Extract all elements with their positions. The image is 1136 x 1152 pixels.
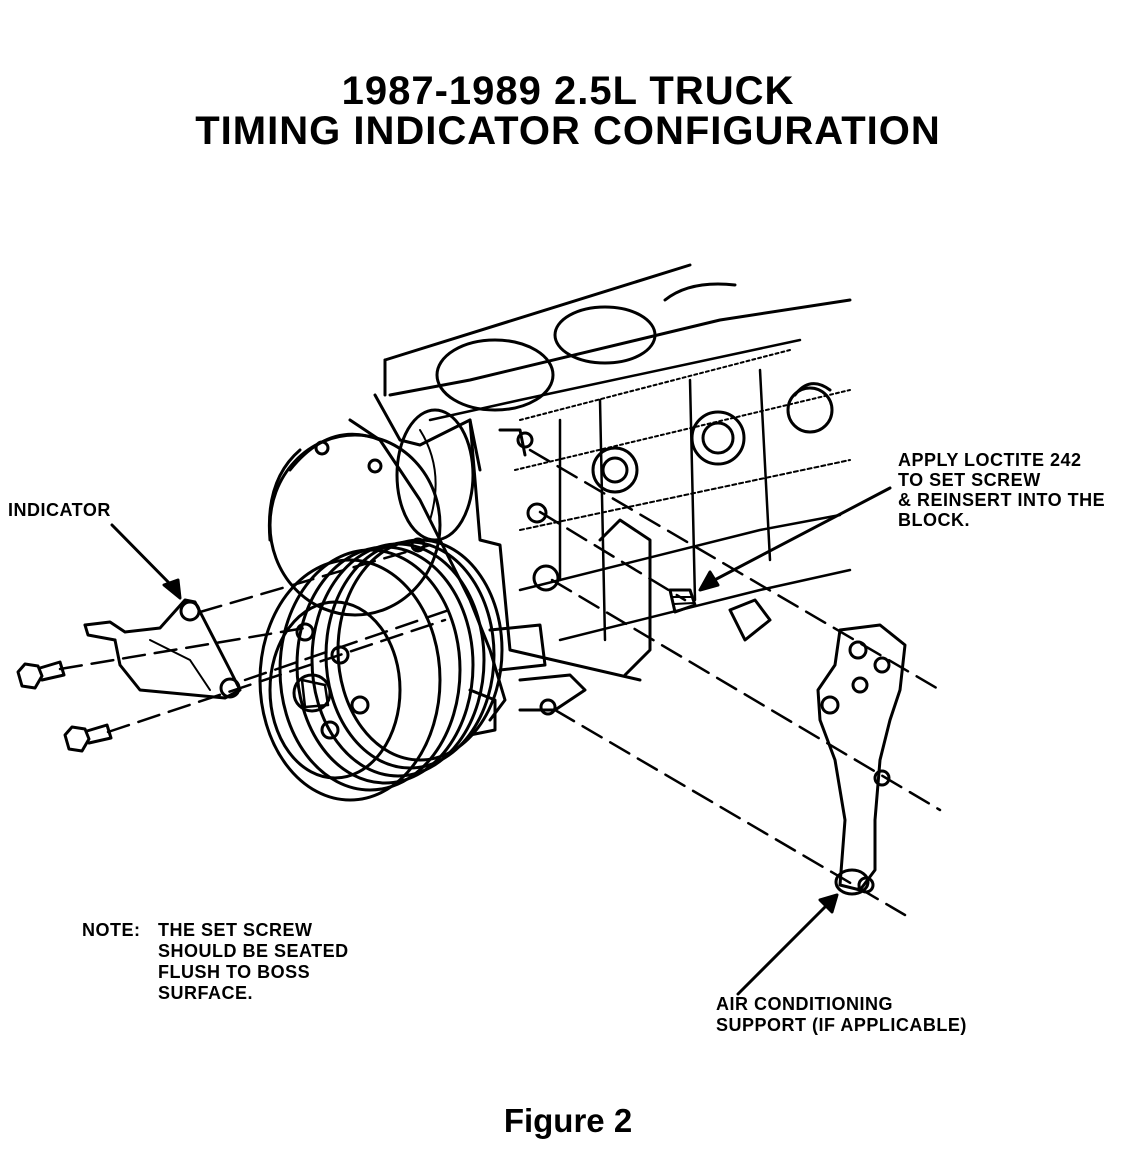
ac-support-bracket bbox=[816, 623, 907, 896]
diagram-title-line-2: TIMING INDICATOR CONFIGURATION bbox=[195, 109, 941, 153]
note-line-3: FLUSH TO BOSS bbox=[158, 962, 311, 982]
note-line-1: THE SET SCREW bbox=[158, 920, 313, 940]
figure-caption: Figure 2 bbox=[503, 1102, 633, 1139]
indicator-label: INDICATOR bbox=[8, 500, 111, 520]
crankshaft-pulley bbox=[258, 538, 504, 802]
alignment-lines bbox=[58, 448, 942, 917]
engine-block bbox=[373, 263, 852, 716]
note-line-2: SHOULD BE SEATED bbox=[158, 941, 349, 961]
diagram-title-line-1: 1987-1989 2.5L TRUCK bbox=[341, 69, 795, 113]
ac-support-label-line-1: AIR CONDITIONING bbox=[716, 994, 893, 1014]
set-screw bbox=[668, 588, 697, 614]
loctite-label-line-1: APPLY LOCTITE 242 bbox=[898, 450, 1082, 470]
leader-arrows bbox=[110, 486, 892, 996]
note-heading: NOTE: bbox=[82, 920, 141, 940]
note-line-4: SURFACE. bbox=[158, 983, 254, 1003]
loctite-label-line-2: TO SET SCREW bbox=[898, 470, 1041, 490]
timing-indicator-bracket bbox=[83, 598, 242, 700]
loctite-label-line-3: & REINSERT INTO THE bbox=[898, 490, 1106, 510]
indicator-bolts bbox=[16, 660, 113, 753]
ac-support-label-line-2: SUPPORT (IF APPLICABLE) bbox=[716, 1015, 967, 1035]
loctite-label-line-4: BLOCK. bbox=[898, 510, 970, 530]
